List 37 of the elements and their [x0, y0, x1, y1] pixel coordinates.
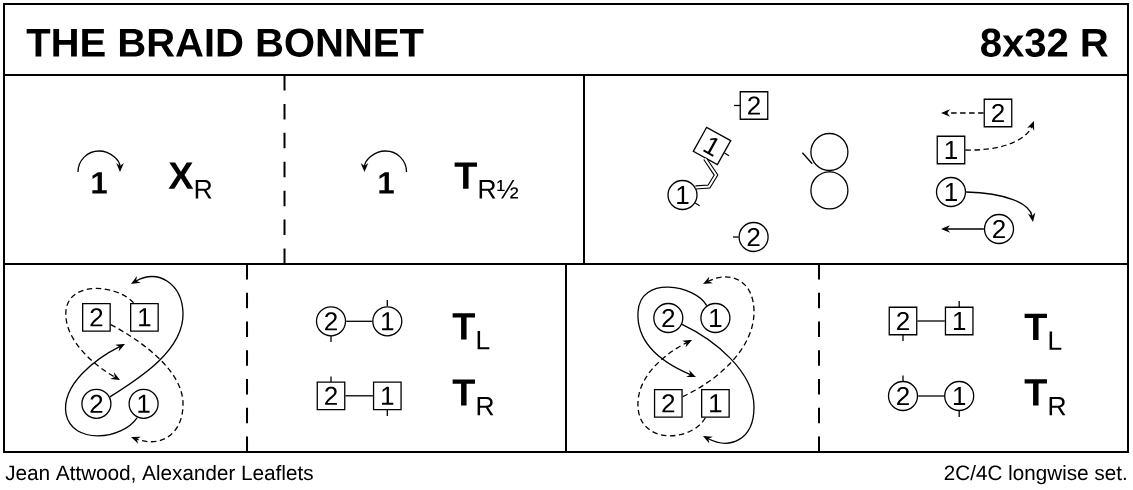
connecting-line [917, 395, 945, 397]
curved-arrow [964, 121, 1035, 151]
footer-text: 2C/4C longwise set. [944, 465, 1126, 485]
curved-arrow [110, 324, 184, 444]
numbered-square: 1 [130, 302, 159, 332]
numbered-square: 2 [82, 302, 111, 332]
figure-label: X$_{R}$ [168, 162, 212, 199]
title: THE BRAID BONNET [26, 28, 424, 57]
numbered-square: 1 [701, 388, 730, 418]
figure-label: T$_{R}$ [1024, 379, 1066, 416]
curved-arrow [682, 276, 755, 398]
dance-format: 8x32 R [981, 28, 1108, 57]
numbered-square: 2 [739, 91, 769, 120]
figure-label: T$_{R½}$ [454, 162, 519, 199]
numbered-square: 1 [372, 381, 402, 411]
connecting-line [916, 320, 946, 322]
figure-label: T$_{L}$ [452, 313, 490, 350]
double-line [694, 157, 719, 190]
curved-arrow [637, 340, 706, 437]
figure-label: T$_{R}$ [452, 379, 494, 416]
curved-arrow [681, 323, 755, 444]
footer-text: Jean Attwood, Alexander Leaflets [5, 465, 313, 483]
numbered-square: 1 [944, 306, 974, 336]
couple-number: 1 [379, 172, 394, 194]
numbered-square: 2 [316, 381, 346, 411]
connecting-line [345, 320, 373, 322]
curved-arrow [64, 344, 138, 437]
curved-arrow [109, 275, 184, 398]
numbered-square: 2 [653, 388, 683, 418]
curved-arrow [637, 286, 708, 377]
numbered-square: 1 [936, 135, 966, 165]
numbered-square: 2 [983, 98, 1013, 128]
numbered-square: 2 [888, 306, 918, 336]
figure-label: T$_{L}$ [1024, 313, 1062, 350]
connecting-line [344, 395, 374, 397]
curved-arrow [65, 287, 135, 380]
couple-number: 1 [92, 172, 107, 194]
